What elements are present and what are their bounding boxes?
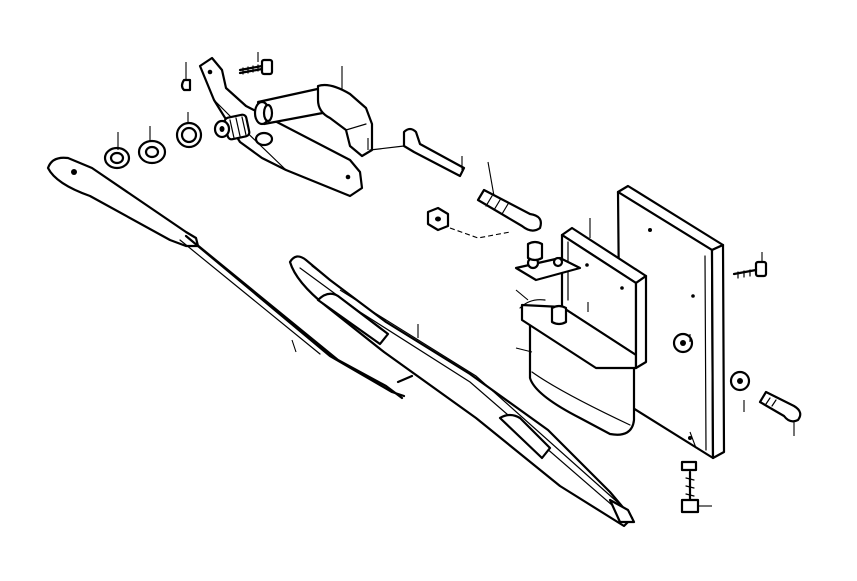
wiper-blade xyxy=(288,255,636,528)
wiper-arm xyxy=(46,156,406,400)
motor-bolt xyxy=(758,390,802,423)
spring-pin xyxy=(213,119,231,139)
spindle-bracket xyxy=(198,56,374,198)
seal-ring xyxy=(175,121,203,149)
pivot-bolt xyxy=(369,127,542,232)
plate-screw xyxy=(732,260,768,279)
clip xyxy=(180,78,192,92)
bracket-bolt xyxy=(238,58,274,76)
crank-tab xyxy=(514,240,582,326)
lower-screw xyxy=(680,460,700,514)
flat-washer xyxy=(672,332,694,354)
washer xyxy=(137,139,167,165)
lock-nut xyxy=(426,206,511,239)
callout-leaders xyxy=(117,52,795,507)
spring-washer xyxy=(729,370,751,392)
spindle-nut xyxy=(103,146,131,170)
